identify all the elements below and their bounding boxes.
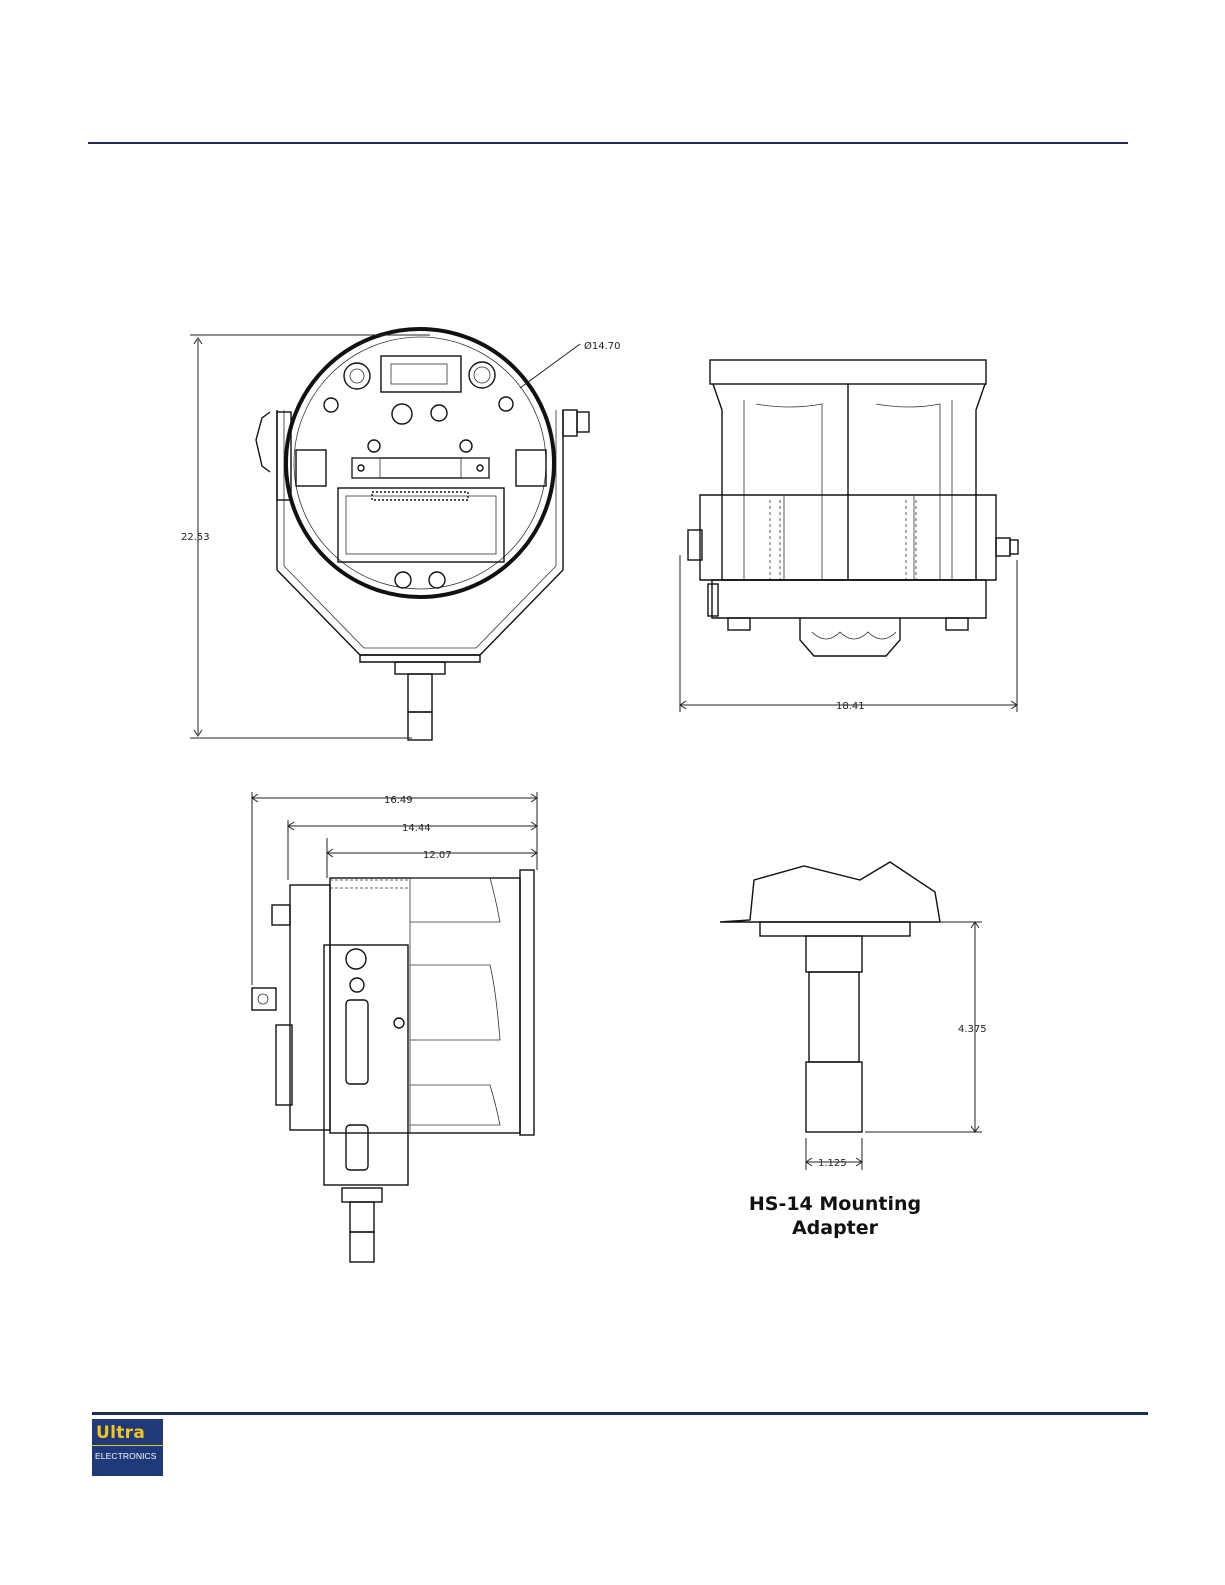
logo-word: Ultra [96, 1423, 145, 1443]
adapter-drawing [720, 862, 982, 1170]
ultra-electronics-logo: Ultra ELECTRONICS [92, 1419, 163, 1476]
logo-subword: ELECTRONICS [95, 1451, 157, 1461]
adapter-caption: HS-14 Mounting Adapter [720, 1192, 950, 1240]
adapter-height-label: 4.375 [958, 1024, 987, 1035]
top-width-label: 18.41 [836, 701, 865, 712]
side-mid-label: 14.44 [402, 823, 431, 834]
logo-divider [92, 1445, 163, 1446]
side-view-drawing [252, 792, 537, 1262]
side-body-label: 12.07 [423, 850, 452, 861]
side-overall-label: 16.49 [384, 795, 413, 806]
adapter-width-label: 1.125 [818, 1158, 847, 1169]
front-height-label: 22.53 [181, 532, 210, 543]
adapter-caption-line2: Adapter [720, 1216, 950, 1240]
adapter-caption-line1: HS-14 Mounting [720, 1192, 950, 1216]
front-diameter-label: Ø14.70 [584, 340, 621, 352]
front-view-drawing [190, 329, 589, 740]
footer-rule [92, 1412, 1148, 1415]
top-view-drawing [680, 360, 1018, 712]
